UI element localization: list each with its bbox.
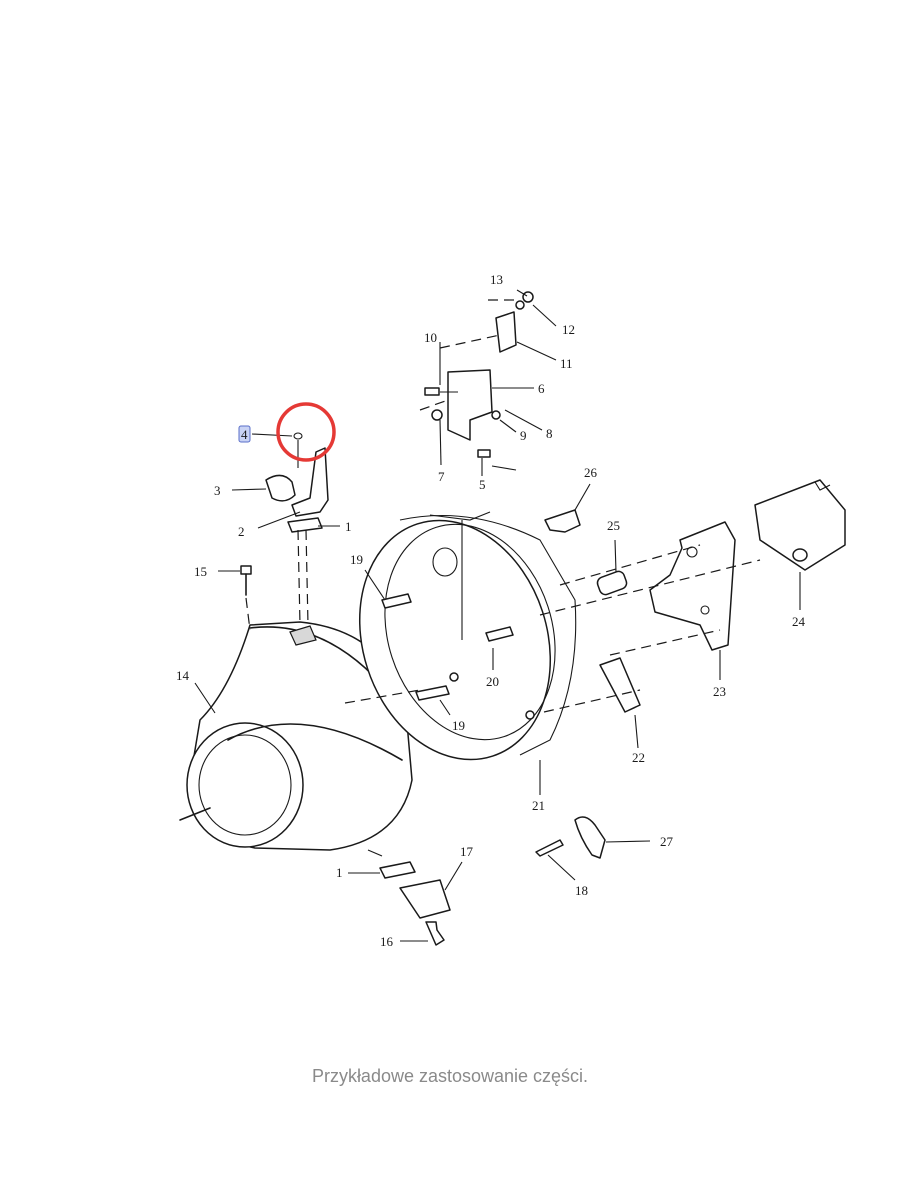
mounting-ring <box>358 511 577 761</box>
callout-22: 22 <box>632 750 645 765</box>
callout-23: 23 <box>713 684 726 699</box>
callout-15: 15 <box>194 564 207 579</box>
callout-7: 7 <box>438 469 445 484</box>
callout-11: 11 <box>560 356 573 371</box>
callout-1: 1 <box>345 519 352 534</box>
alignment-lines <box>344 544 761 713</box>
callout-19a: 19 <box>350 552 363 567</box>
callout-18: 18 <box>575 883 588 898</box>
callout-9: 9 <box>520 428 527 443</box>
callout-5: 5 <box>479 477 486 492</box>
bracket-23 <box>649 521 736 651</box>
highlight-circle <box>276 402 336 462</box>
plug-25 <box>596 570 628 596</box>
callout-21: 21 <box>532 798 545 813</box>
housing-24 <box>754 479 846 571</box>
pin-18 <box>535 839 564 857</box>
headlamp-housing <box>179 621 413 857</box>
callout-1-lower: 1 <box>336 865 343 880</box>
callout-10: 10 <box>424 330 437 345</box>
callout-16: 16 <box>380 934 394 949</box>
knob-27 <box>574 816 606 859</box>
callout-labels: 4 1 2 3 15 14 19 19 20 21 22 23 24 25 26… <box>176 272 806 949</box>
lever-22 <box>599 657 641 713</box>
callout-25: 25 <box>607 518 620 533</box>
callout-17: 17 <box>460 844 474 859</box>
leader-lines <box>194 289 801 942</box>
callout-6: 6 <box>538 381 545 396</box>
callout-27: 27 <box>660 834 674 849</box>
callout-4: 4 <box>241 427 248 442</box>
callout-2: 2 <box>238 524 245 539</box>
bolts <box>381 593 535 720</box>
upper-bracket-assembly <box>419 291 534 458</box>
callout-26: 26 <box>584 465 598 480</box>
callout-12: 12 <box>562 322 575 337</box>
callout-19b: 19 <box>452 718 465 733</box>
callout-8: 8 <box>546 426 553 441</box>
adjuster-assembly <box>265 432 329 626</box>
lower-fasteners <box>379 861 451 946</box>
callout-14: 14 <box>176 668 190 683</box>
highlight-label-box <box>238 425 251 443</box>
callout-13: 13 <box>490 272 503 287</box>
caption: Przykładowe zastosowanie części. <box>311 1066 589 1086</box>
clip-26 <box>544 509 581 533</box>
callout-3: 3 <box>214 483 221 498</box>
callout-24: 24 <box>792 614 806 629</box>
callout-20: 20 <box>486 674 499 689</box>
bolt-15 <box>240 565 252 631</box>
